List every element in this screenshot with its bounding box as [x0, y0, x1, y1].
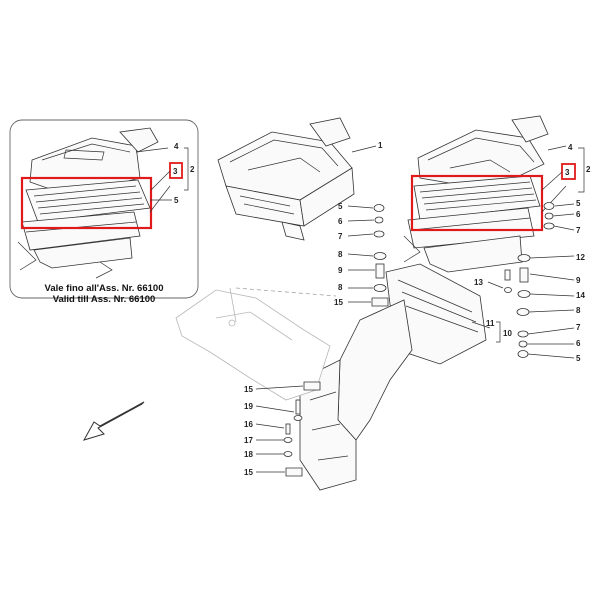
- inset-callout-5: 5: [174, 196, 179, 205]
- right-airbox-assembly: 4 3 2: [403, 115, 591, 273]
- inset-callout-4: 4: [174, 142, 179, 151]
- callout-8-center-bottom: 8: [338, 283, 343, 292]
- callout-7-right-bottom: 7: [576, 323, 581, 332]
- bracket-assembly: 11 10: [299, 263, 512, 491]
- inset-callout-3: 3: [173, 167, 178, 176]
- callout-9-right: 9: [576, 276, 581, 285]
- callout-14: 14: [576, 291, 585, 300]
- callout-6-right-top: 6: [576, 210, 581, 219]
- inset-highlight-frame: [20, 176, 153, 230]
- callout-11: 11: [486, 319, 495, 328]
- callout-15-middle: 15: [244, 385, 253, 394]
- callout-4-right: 4: [568, 143, 573, 152]
- inset-caption-line1: Vale fino all'Ass. Nr. 66100: [45, 283, 164, 294]
- callout-5-right-top: 5: [576, 199, 581, 208]
- callout-6-center: 6: [338, 217, 343, 226]
- callout-3-right: 3: [565, 168, 570, 177]
- callout-10: 10: [503, 329, 512, 338]
- center-airbox-assembly: 1: [217, 117, 383, 241]
- callout-6-right-bottom: 6: [576, 339, 581, 348]
- callout-16: 16: [244, 420, 253, 429]
- lower-hardware: 15 19 16 17 18 15: [244, 381, 321, 477]
- callout-18: 18: [244, 450, 253, 459]
- inset-caption-line2: Valid till Ass. Nr. 66100: [53, 294, 156, 305]
- callout-1: 1: [378, 141, 383, 150]
- inset-callout-2: 2: [190, 165, 195, 174]
- callout-17: 17: [244, 436, 253, 445]
- right-highlight-frame: [410, 174, 544, 232]
- callout-15-top: 15: [334, 298, 343, 307]
- arrow-down-left-icon: [82, 401, 145, 441]
- callout-13: 13: [474, 278, 483, 287]
- callout-8-right: 8: [576, 306, 581, 315]
- right-hardware-column: 5 6 7 12 9 14 13 8 7 6 5: [474, 199, 585, 363]
- callout-8-center-top: 8: [338, 250, 343, 259]
- callout-5-right-bottom: 5: [576, 354, 581, 363]
- inset-panel: 4 3 2 5 Vale fino all'Ass. Nr. 66100 Val…: [9, 119, 199, 305]
- callout-7-center: 7: [338, 232, 343, 241]
- callout-2-right: 2: [586, 165, 591, 174]
- callout-12: 12: [576, 253, 585, 262]
- callout-5-center: 5: [338, 202, 343, 211]
- callout-19: 19: [244, 402, 253, 411]
- center-hardware-column: 5 6 7 8 9 8 15: [334, 202, 389, 307]
- callout-9-center: 9: [338, 266, 343, 275]
- callout-15-bottom: 15: [244, 468, 253, 477]
- callout-7-right-top: 7: [576, 226, 581, 235]
